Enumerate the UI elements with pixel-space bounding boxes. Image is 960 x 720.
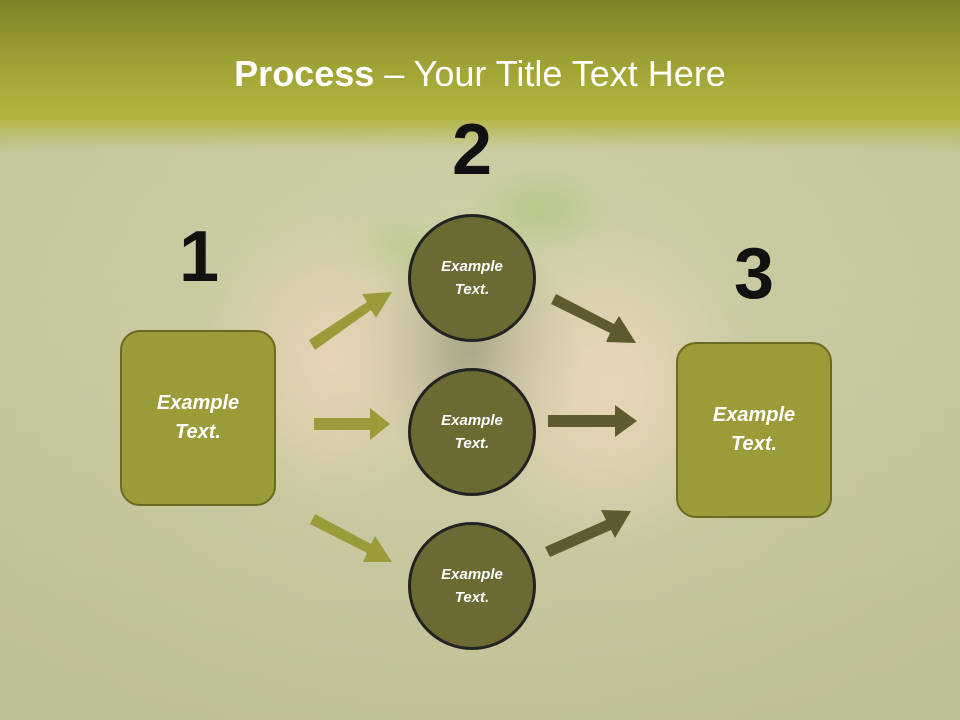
step-number-3: 3 [733,234,775,314]
step-number-1: 1 [178,217,220,297]
right-box-text: Example Text. [712,404,796,455]
right-box[interactable]: Example Text. [676,342,832,518]
circle-middle[interactable]: Example Text. [408,368,536,496]
slide-title[interactable]: Process – Your Title Text Here [0,52,960,96]
arrow-right-middle-head [615,405,637,437]
arrow-right-top [551,294,636,343]
arrow-right-bottom [545,510,631,557]
circle-bottom-text: Example Text. [441,566,503,606]
arrow-left-middle-shaft [314,418,372,430]
left-box[interactable]: Example Text. [120,330,276,506]
arrow-left-top [309,292,392,350]
circle-middle-text: Example Text. [441,412,503,452]
circle-bottom[interactable]: Example Text. [408,522,536,650]
title-bold: Process [234,53,375,94]
title-band [0,0,960,150]
circle-top-text: Example Text. [441,258,503,298]
arrow-left-middle-head [370,408,390,440]
arrow-right-middle-shaft [548,415,618,427]
circle-top[interactable]: Example Text. [408,214,536,342]
left-box-text: Example Text. [156,392,240,443]
step-number-2: 2 [451,110,493,190]
arrow-left-bottom [310,514,392,562]
title-rest: – Your Title Text Here [374,53,726,94]
